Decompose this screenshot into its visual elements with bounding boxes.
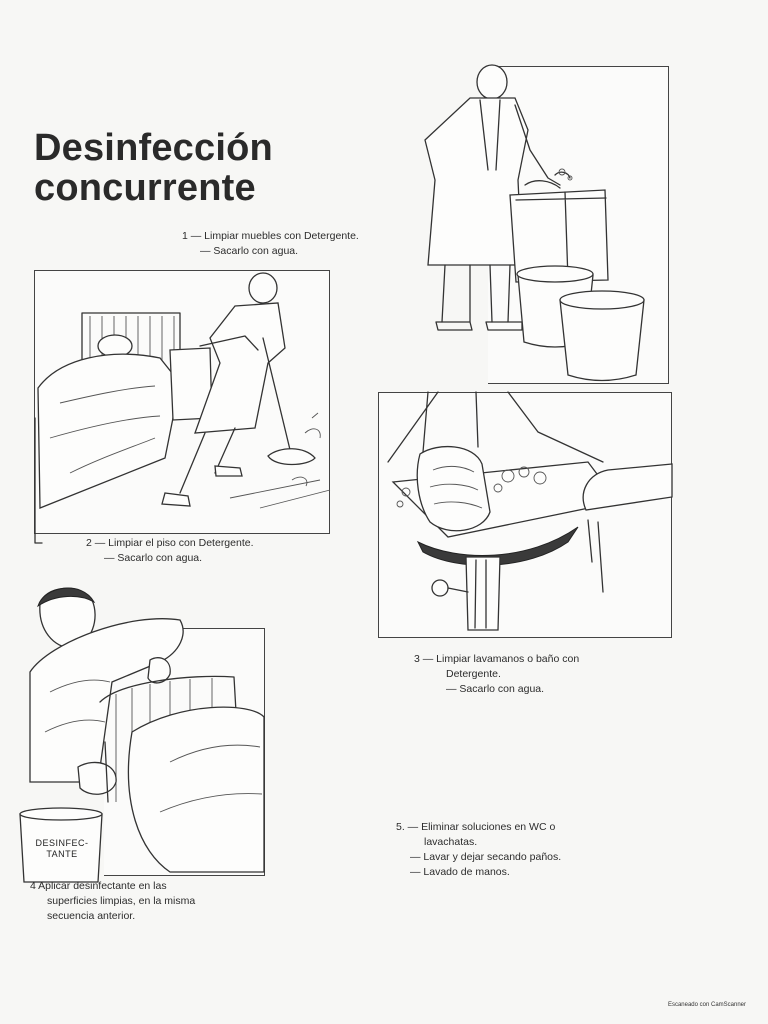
step-5-line-3: — Lavar y dejar secando paños. [410,851,562,863]
step-2-caption: 2 — Limpiar el piso con Detergente. — Sa… [86,536,254,566]
step-3-line-2: Detergente. [446,668,501,680]
step-1-caption: 1 — Limpiar muebles con Detergente. — Sa… [182,229,359,259]
page-title: Desinfección concurrente [34,128,273,208]
title-line-2: concurrente [34,167,256,209]
step-5-line-1: 5. — Eliminar soluciones en WC o [396,821,556,833]
step-5-line-2: lavachatas. [424,836,478,848]
title-line-1: Desinfección [34,127,273,169]
figure-clean-furniture-drawing [424,64,645,382]
step-1-line-1: 1 — Limpiar muebles con Detergente. [182,230,359,242]
scanner-watermark: Escaneado con CamScanner [667,1002,746,1008]
figure-apply-disinfectant-drawing [19,587,265,883]
disinfectant-bucket-label: DESINFEC- TANTE [26,838,98,860]
step-3-caption: 3 — Limpiar lavamanos o baño con Deterge… [414,652,579,697]
figure-clean-sink-drawing [387,391,673,631]
step-4-line-1: 4 Aplicar desinfectante en las [30,880,167,892]
figure-clean-floor-drawing [34,272,331,544]
bucket-label-line-1: DESINFEC- [35,838,89,848]
bucket-label-line-2: TANTE [46,849,78,859]
step-5-caption: 5. — Eliminar soluciones en WC o lavacha… [396,820,561,880]
step-4-line-2: superficies limpias, en la misma [47,895,196,907]
step-2-line-2: — Sacarlo con agua. [104,552,203,564]
step-4-caption: 4 Aplicar desinfectante en las superfici… [30,879,195,924]
step-2-line-1: 2 — Limpiar el piso con Detergente. [86,537,254,549]
step-3-line-1: 3 — Limpiar lavamanos o baño con [414,653,580,665]
step-1-line-2: — Sacarlo con agua. [200,245,299,257]
step-4-line-3: secuencia anterior. [47,910,136,922]
step-5-line-4: — Lavado de manos. [410,866,510,878]
step-3-line-3: — Sacarlo con agua. [446,683,545,695]
